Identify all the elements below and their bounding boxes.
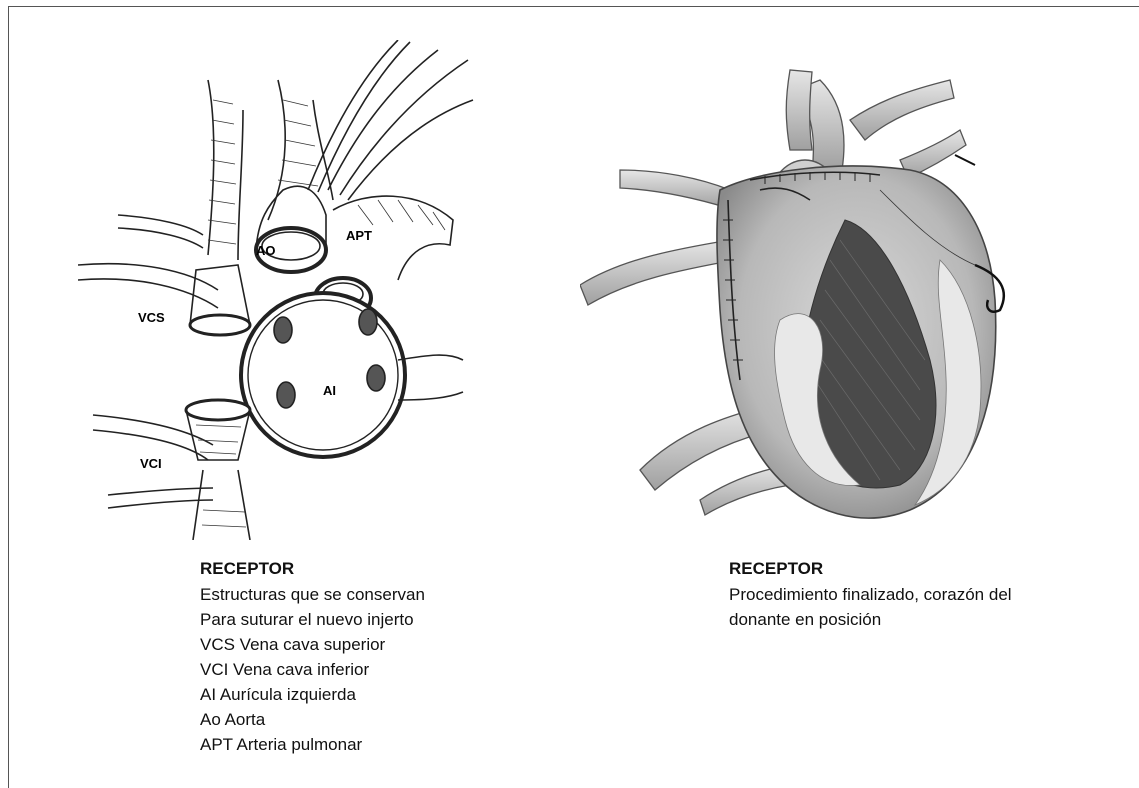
left-caption-line: Para suturar el nuevo injerto (200, 607, 500, 632)
right-caption: RECEPTOR Procedimiento finalizado, coraz… (729, 556, 1069, 632)
apt-label: APT (346, 228, 372, 243)
recipient-structures-illustration: AO APT VCS AI VCI (78, 40, 478, 540)
left-caption-line: APT Arteria pulmonar (200, 732, 500, 757)
left-caption-line: Ao Aorta (200, 707, 500, 732)
ai-label: AI (323, 383, 336, 398)
left-caption-title: RECEPTOR (200, 556, 500, 581)
vcs-label: VCS (138, 310, 165, 325)
vci-label: VCI (140, 456, 162, 471)
right-caption-line: Procedimiento finalizado, corazón del (729, 582, 1069, 607)
left-caption-line: AI Aurícula izquierda (200, 682, 500, 707)
right-caption-line: donante en posición (729, 607, 1069, 632)
left-caption-line: VCS Vena cava superior (200, 632, 500, 657)
left-caption-line: Estructuras que se conservan (200, 582, 500, 607)
donor-heart-illustration (580, 60, 1040, 530)
left-caption: RECEPTOR Estructuras que se conservan Pa… (200, 556, 500, 757)
left-caption-line: VCI Vena cava inferior (200, 657, 500, 682)
ao-label: AO (256, 243, 276, 258)
right-caption-title: RECEPTOR (729, 556, 1069, 581)
